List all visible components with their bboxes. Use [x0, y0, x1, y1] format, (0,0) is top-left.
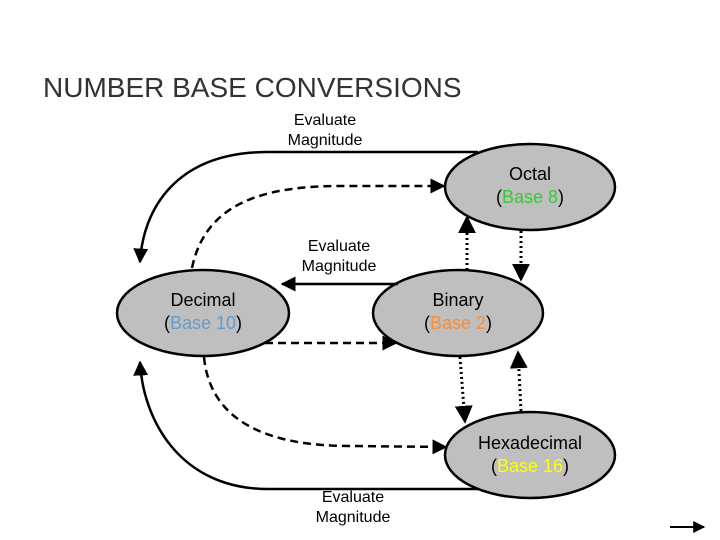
decimal-name: Decimal — [170, 290, 236, 310]
octal-base: Base 8 — [501, 187, 559, 207]
edge-decimal-to-hexadecimal — [202, 356, 448, 455]
edge-octal-to-decimal — [133, 150, 478, 264]
binary-node — [371, 268, 545, 358]
decimal-node — [115, 268, 291, 358]
decimal-base: Base 10 — [169, 313, 237, 333]
edge-label-middle: Evaluate Magnitude — [301, 238, 377, 275]
binary-label: Binary (Base 2) — [388, 289, 528, 335]
edge-label-bottom: Evaluate Magnitude — [315, 489, 391, 526]
binary-base: Base 2 — [429, 313, 487, 333]
hexadecimal-name: Hexadecimal — [477, 433, 583, 453]
edge-label-top: Evaluate Magnitude — [287, 112, 363, 149]
hexadecimal-base: Base 16 — [496, 456, 564, 476]
edge-hexadecimal-to-binary — [509, 350, 528, 412]
octal-label: Octal (Base 8) — [460, 163, 600, 209]
page-title: NUMBER BASE CONVERSIONS — [43, 72, 462, 103]
hexadecimal-node — [443, 410, 617, 500]
decimal-label: Decimal (Base 10) — [133, 289, 273, 335]
edge-hexadecimal-to-decimal — [133, 360, 478, 491]
octal-name: Octal — [508, 164, 551, 184]
edge-binary-to-hexadecimal — [454, 356, 473, 424]
hexadecimal-label: Hexadecimal (Base 16) — [455, 432, 605, 478]
binary-name: Binary — [432, 290, 484, 310]
edge-decimal-to-octal — [190, 178, 446, 269]
